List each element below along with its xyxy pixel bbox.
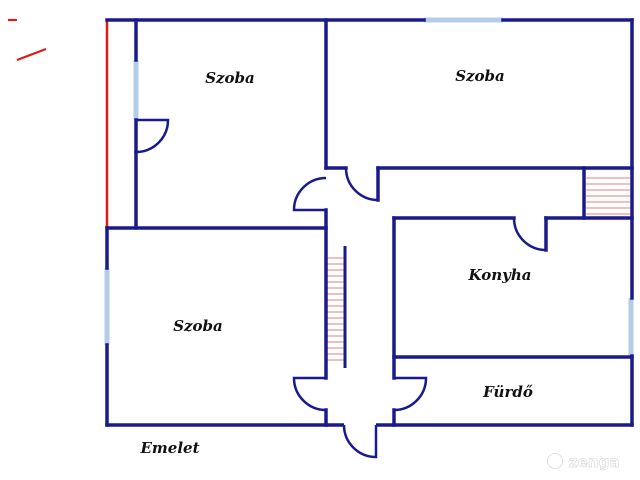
- annotation-marks: [8, 18, 47, 62]
- door-swing: [292, 376, 327, 412]
- door-swing: [135, 118, 170, 154]
- door-swing: [344, 167, 379, 202]
- room-label-top-right: Szoba: [455, 67, 505, 85]
- watermark-logo-icon: [546, 452, 564, 470]
- door-swing: [512, 217, 547, 252]
- door-swing: [342, 424, 378, 459]
- doors: [135, 118, 547, 459]
- door-swing: [292, 176, 327, 212]
- watermark: zenga: [546, 452, 620, 471]
- windows: [104, 17, 634, 356]
- room-label-kitchen: Konyha: [468, 266, 532, 284]
- walls: [105, 18, 634, 427]
- watermark-text: zenga: [569, 453, 619, 471]
- room-label-bathroom: Fürdő: [482, 383, 533, 401]
- room-label-bottom-left: Szoba: [173, 317, 223, 335]
- door-swing: [393, 376, 428, 412]
- floor-label: Emelet: [139, 439, 199, 457]
- stairs-right: [586, 177, 630, 215]
- room-label-top-left: Szoba: [205, 69, 255, 87]
- stairs-left: [326, 257, 344, 361]
